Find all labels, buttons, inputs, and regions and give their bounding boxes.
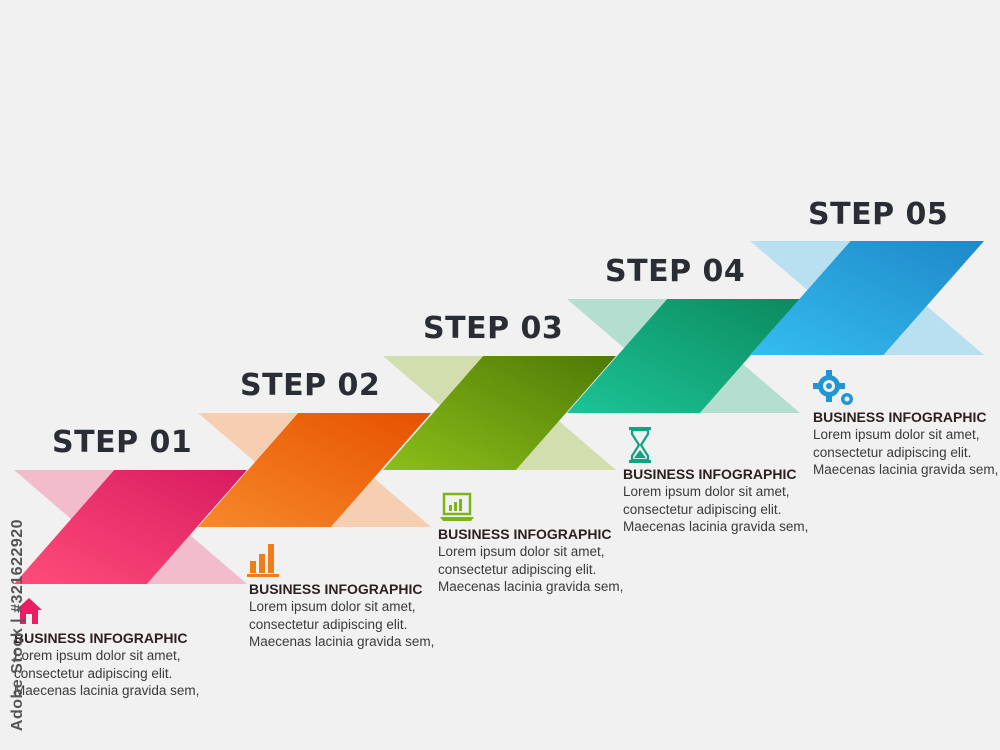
step-02-ribbon-top-fold <box>198 413 299 470</box>
step-04-line-2: consectetur adipiscing elit. <box>623 501 782 517</box>
step-01-line-2: consectetur adipiscing elit. <box>14 665 173 681</box>
step-04-title: STEP 04 <box>605 254 746 289</box>
laptop-chart-icon <box>440 492 474 521</box>
gears-icon <box>813 370 853 405</box>
step-01-heading: BUSINESS INFOGRAPHIC <box>14 630 188 646</box>
step-01-ribbon-bottom-fold <box>146 527 247 584</box>
bar-chart-icon <box>247 544 279 577</box>
step-04-ribbon-top-fold <box>567 299 668 356</box>
step-05-line-2: consectetur adipiscing elit. <box>813 444 972 460</box>
step-03-title: STEP 03 <box>423 311 564 346</box>
step-03-line-3: Maecenas lacinia gravida sem, <box>438 579 624 594</box>
step-04-description: BUSINESS INFOGRAPHIC Lorem ipsum dolor s… <box>623 466 863 536</box>
step-04-heading: BUSINESS INFOGRAPHIC <box>623 466 797 482</box>
step-03-ribbon-bottom-fold <box>515 413 616 470</box>
hourglass-icon <box>629 427 651 463</box>
stock-watermark-text: Adobe Stock | #321622920 <box>9 518 26 732</box>
step-04-line-1: Lorem ipsum dolor sit amet, <box>623 484 790 499</box>
step-05-description: BUSINESS INFOGRAPHIC Lorem ipsum dolor s… <box>813 409 1000 479</box>
step-05-line-1: Lorem ipsum dolor sit amet, <box>813 427 980 442</box>
step-02-line-3: Maecenas lacinia gravida sem, <box>249 634 435 649</box>
step-05-title: STEP 05 <box>808 197 949 232</box>
step-02-ribbon-band <box>198 413 431 527</box>
step-01-ribbon-band <box>14 470 247 584</box>
step-05-ribbon-bottom-fold <box>883 298 984 355</box>
step-02-title: STEP 02 <box>240 368 381 403</box>
step-03-ribbon-top-fold <box>383 356 484 413</box>
stock-watermark: Adobe Stock | #321622920 <box>6 510 30 740</box>
step-03-line-2: consectetur adipiscing elit. <box>438 561 597 577</box>
step-05-ribbon-band <box>750 241 984 355</box>
step-01-line-1: Lorem ipsum dolor sit amet, <box>14 648 181 663</box>
step-03-description: BUSINESS INFOGRAPHIC Lorem ipsum dolor s… <box>438 526 678 596</box>
step-05-ribbon-top-fold <box>750 241 851 298</box>
step-02-description: BUSINESS INFOGRAPHIC Lorem ipsum dolor s… <box>249 581 489 651</box>
step-01-line-3: Maecenas lacinia gravida sem, <box>14 683 200 698</box>
step-01-title: STEP 01 <box>52 425 193 460</box>
step-02-line-2: consectetur adipiscing elit. <box>249 616 408 632</box>
step-05-line-3: Maecenas lacinia gravida sem, <box>813 462 999 477</box>
step-05-heading: BUSINESS INFOGRAPHIC <box>813 409 987 425</box>
step-01-ribbon-top-fold <box>14 470 115 527</box>
step-03-heading: BUSINESS INFOGRAPHIC <box>438 526 612 542</box>
step-01-description: BUSINESS INFOGRAPHIC Lorem ipsum dolor s… <box>14 630 254 700</box>
step-04-line-3: Maecenas lacinia gravida sem, <box>623 519 809 534</box>
step-04-ribbon-bottom-fold <box>699 356 800 413</box>
step-03-line-1: Lorem ipsum dolor sit amet, <box>438 544 605 559</box>
step-02-ribbon-bottom-fold <box>330 470 431 527</box>
step-02-heading: BUSINESS INFOGRAPHIC <box>249 581 423 597</box>
step-02-line-1: Lorem ipsum dolor sit amet, <box>249 599 416 614</box>
house-icon <box>16 598 42 624</box>
step-04-ribbon-band <box>567 299 800 413</box>
step-03-ribbon-band <box>383 356 616 470</box>
